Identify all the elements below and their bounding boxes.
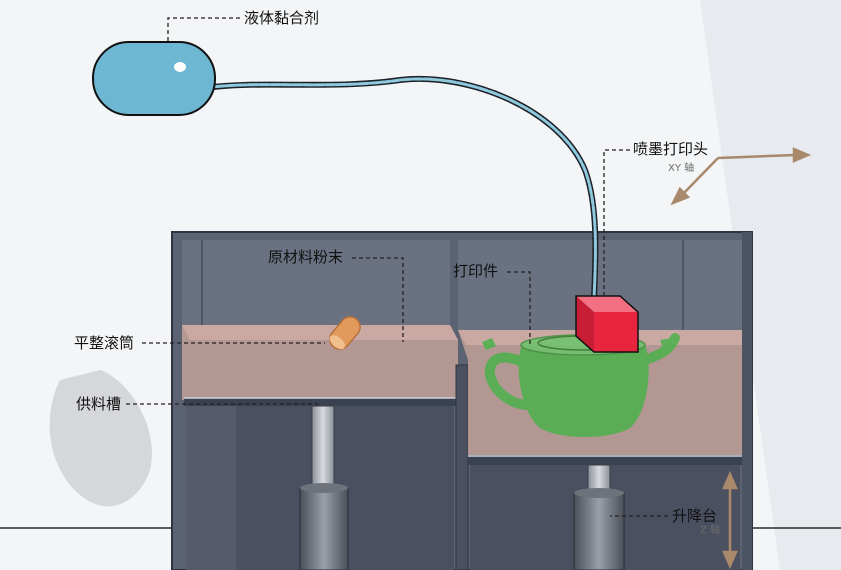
- printhead-icon: [575, 295, 639, 353]
- label-platform: 升降台: [672, 507, 718, 525]
- label-xy-axis: XY 轴: [668, 163, 695, 174]
- build-piston: [573, 464, 625, 570]
- background-shadow: [700, 0, 841, 570]
- binder-tank-icon: [92, 41, 216, 116]
- label-feed: 供料槽: [76, 395, 122, 413]
- axis-arrow-icon: [670, 147, 812, 570]
- label-printhead: 喷墨打印头: [633, 140, 709, 158]
- label-part: 打印件: [453, 262, 499, 280]
- leader-lines: [126, 17, 668, 517]
- label-z-axis: Z 轴: [700, 525, 721, 536]
- feed-piston: [299, 405, 349, 570]
- label-binder: 液体黏合剂: [244, 9, 320, 27]
- teapot-part-icon: [482, 333, 680, 437]
- label-roller: 平整滚筒: [74, 334, 135, 352]
- label-powder: 原材料粉末: [268, 248, 344, 266]
- roller-icon: [329, 316, 361, 350]
